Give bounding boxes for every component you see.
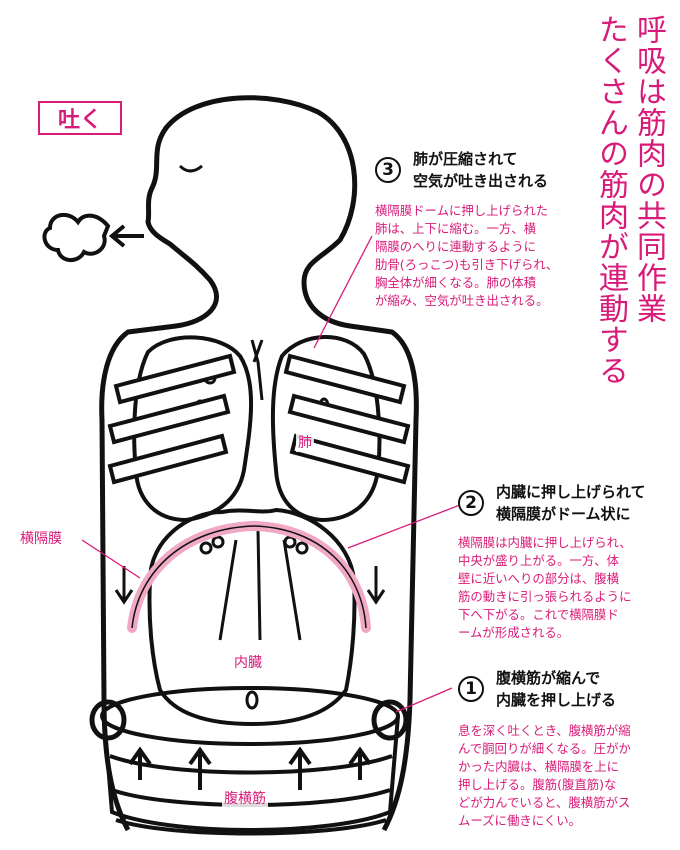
belt-arrows — [128, 746, 372, 790]
head-outline — [163, 95, 395, 335]
left-lung — [132, 335, 254, 523]
step-2-heading-1: 内臓に押し上げられて — [496, 483, 646, 501]
step-2-body: 横隔膜は内臓に押し上げられ、 中央が盛り上がる。一方、体 壁に近いへりの部分は、… — [458, 534, 632, 642]
step-2-body-line: ームが形成される。 — [458, 625, 570, 640]
belt-knob-left — [89, 699, 127, 741]
belt-knob-right — [371, 699, 409, 741]
step-3-body: 横隔膜ドームに押し上げられた 肺は、上下に縮む。一方、横 隔膜のへりに連動するよ… — [375, 202, 558, 310]
face-outline — [125, 125, 219, 335]
step-1-number: 1 — [458, 676, 484, 702]
step-1-heading-1: 腹横筋が縮んで — [496, 669, 601, 687]
leader-diaphragm — [347, 504, 461, 549]
diaphragm-label: 横隔膜 — [18, 528, 64, 548]
organs-label: 内臓 — [232, 652, 264, 672]
closed-eye — [178, 164, 203, 173]
step-1-body-line: ムーズに働きにくい。 — [458, 813, 582, 828]
step-2-heading-2: 横隔膜がドーム状に — [496, 505, 631, 523]
leader-lung — [313, 235, 373, 349]
step-3-body-line: 隔膜のへりに連動するように — [375, 239, 537, 254]
ribs-right — [283, 353, 411, 485]
step-2-body-line: 壁に近いへりの部分は、腹横 — [458, 571, 620, 586]
side-arrows — [114, 566, 386, 605]
step-2-body-line: 中央が盛り上がる。一方、体 — [458, 553, 620, 568]
step-1-body-line: どが力んでいると、腹横筋がス — [458, 795, 631, 810]
leader-transversus — [395, 687, 453, 713]
diaphragm-dome — [127, 520, 371, 633]
leader-diaphragm-left — [81, 539, 141, 579]
organs-face — [199, 535, 309, 710]
ribs-left — [107, 353, 237, 485]
step-3-heading-2: 空気が吐き出される — [413, 172, 549, 190]
step-1-heading-2: 内臓を押し上げる — [496, 691, 617, 709]
transversus-label: 腹横筋 — [222, 788, 268, 808]
step-1-body-line: んで胴回りが細くなる。圧がか — [458, 741, 631, 756]
title-line-1: 呼吸は筋肉の共同作業 — [631, 14, 666, 324]
step-3-body-line: 横隔膜ドームに押し上げられた — [375, 203, 549, 218]
step-1-body-line: 息を深く吐くとき、腹横筋が縮 — [458, 723, 631, 738]
diaphragm-edge — [131, 525, 367, 629]
step-2-body-line: 下へ下がる。これで横隔膜ド — [458, 607, 619, 622]
right-lung — [270, 335, 382, 523]
step-3-body-line: 肋骨(ろっこつ)も引き下げられ、 — [375, 257, 559, 272]
step-3-number: 3 — [375, 157, 401, 183]
exhale-puff — [42, 212, 111, 262]
title-line-2: たくさんの筋肉が連動する — [593, 14, 628, 386]
step-1-body-line: 押し上げる。腹筋(腹直筋)な — [458, 777, 617, 792]
step-2-body-line: 筋の動きに引っ張られるように — [458, 589, 632, 604]
sternum — [250, 339, 264, 401]
step-1-body: 息を深く吐くとき、腹横筋が縮 んで胴回りが細くなる。圧がか かった内臓は、横隔膜… — [458, 722, 631, 830]
step-1-body-line: かった内臓は、横隔膜を上に — [458, 759, 620, 774]
step-2-number: 2 — [458, 490, 484, 516]
step-2-body-line: 横隔膜は内臓に押し上げられ、 — [458, 535, 632, 550]
step-3-body-line: 肺は、上下に縮む。一方、横 — [375, 221, 537, 236]
exhale-arrow — [108, 224, 144, 248]
step-3-body-line: が縮み、空気が吐き出される。 — [375, 293, 549, 308]
exhale-badge: 吐く — [38, 101, 122, 135]
lung-label: 肺 — [296, 432, 314, 452]
step-3-body-line: 胸全体が細くなる。肺の体積 — [375, 275, 537, 290]
step-3-heading-1: 肺が圧縮されて — [413, 150, 518, 168]
organs-outline — [147, 507, 357, 727]
organ-arrows — [218, 529, 302, 641]
